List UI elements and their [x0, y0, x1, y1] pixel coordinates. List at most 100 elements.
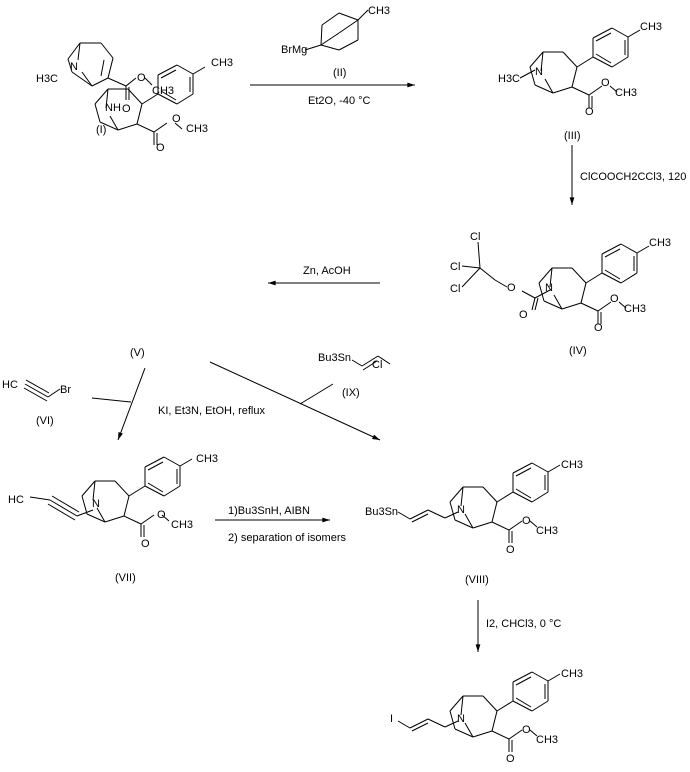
compound-III-ester-bond — [588, 85, 603, 96]
product-aryl-double-bond — [515, 697, 532, 708]
compound-VIII-aryl-bond — [512, 462, 533, 474]
compound-V-ring-bond — [127, 88, 143, 105]
compound-VII-aryl-methyl: CH3 — [196, 453, 218, 465]
compound-V-aryl-double-bond — [160, 90, 177, 101]
compound-I-ring-bond — [67, 58, 73, 73]
arrow-step3-head — [268, 280, 276, 286]
product-bridge-bond — [449, 710, 456, 730]
compound-IX-chain-bond — [377, 355, 391, 365]
compound-VII-methyl-bond — [179, 458, 193, 467]
compound-VIII-aryl-double-bond — [515, 488, 532, 499]
compound-VIII-aryl-bond — [531, 462, 549, 473]
compound-IV-ring-bond — [571, 267, 587, 284]
compound-IV-ester-bond — [597, 301, 612, 312]
compound-VI-triple-bond — [24, 383, 49, 398]
compound-III-n-methyl: H3C — [498, 73, 520, 85]
compound-IV-aryl-bond — [601, 243, 622, 255]
compound-VII-n-bond — [76, 509, 94, 517]
compound-III-aryl-bond — [611, 56, 629, 68]
product-aryl-bond — [531, 700, 549, 712]
compound-II-methyl: CH3 — [368, 5, 390, 17]
compound-IX-double-bond — [362, 360, 378, 371]
product-methyl-bond — [547, 673, 561, 682]
compound-IX-tin: Bu3Sn — [318, 352, 351, 364]
reagent-step3: Zn, AcOH — [303, 265, 351, 277]
compound-IV-ester-o: O — [610, 293, 619, 305]
compound-VII-triple-bond — [47, 503, 76, 521]
compound-IV-ester-chain-bond — [494, 279, 508, 288]
compound-V-methyl-bond — [192, 66, 206, 75]
compound-I-double-bond — [100, 59, 105, 77]
compound-IV-label: (IV) — [569, 345, 587, 357]
product-ester-o: O — [522, 724, 531, 736]
compound-VII-aryl-bond — [163, 456, 181, 467]
compound-VIII-aryl-double-bond — [515, 467, 532, 477]
product-bridge-bond — [449, 695, 464, 712]
compound-III-ring-bond — [562, 51, 578, 68]
compound-III-carbonyl-o: O — [585, 106, 594, 118]
compound-IV-carbamate-bond — [534, 289, 551, 299]
compound-III-aryl-methyl: CH3 — [640, 21, 662, 33]
compound-III-aryl-link — [576, 56, 594, 68]
compound-I-ester-o: O — [137, 72, 146, 84]
compound-VI-alkyne: HC — [2, 379, 18, 391]
compound-VII-nitrogen: N — [92, 498, 100, 510]
compound-IV-cl-bond — [461, 265, 481, 269]
product-aryl-bond — [512, 700, 533, 712]
compound-II-ring-bond — [320, 44, 340, 51]
compound-V-bridge-bond — [94, 88, 109, 105]
compound-III-bridge-bond — [534, 84, 554, 94]
reagent-step1: Et2O, -40 °C — [308, 95, 371, 107]
product-ring-bond — [482, 695, 498, 712]
product-n-bond — [464, 722, 474, 738]
compound-IV-ester-bond — [618, 301, 627, 309]
compound-VII-bridge-bond — [81, 495, 88, 515]
compound-V-carbonyl-o: O — [156, 142, 165, 154]
compound-II-ring-bond — [321, 12, 340, 26]
compound-VIII-chain-bond — [397, 511, 411, 520]
compound-II-metal: BrMg — [281, 44, 307, 56]
compound-V-ring-bond — [136, 103, 143, 125]
arrow-step4-head — [118, 432, 123, 440]
arrow-step5a-head — [372, 434, 380, 440]
compound-VIII-bridge-bond — [449, 486, 464, 503]
compound-VII-methyl: CH3 — [171, 519, 193, 531]
compound-III-ester-bond — [609, 85, 618, 93]
compound-VIII-ring-bond — [472, 521, 493, 529]
compound-V-n-bond — [109, 115, 119, 131]
compound-V-ester-bond — [136, 123, 155, 133]
compound-VIII-chain-bond — [409, 509, 429, 520]
reagent-step4: KI, Et3N, EtOH, reflux — [158, 405, 265, 417]
compound-I-methyl: CH3 — [152, 85, 174, 97]
product-ring-bond — [491, 710, 498, 732]
compound-III-aryl-bond — [592, 56, 613, 68]
compound-III-n-bond — [540, 51, 544, 72]
compound-VII-n-bond — [96, 507, 106, 523]
product-aryl-methyl: CH3 — [561, 668, 583, 680]
compound-VII-bridge-bond — [86, 513, 106, 523]
compound-IV-methyl-bond — [636, 245, 650, 254]
compound-IV-carbamate-bond — [521, 290, 536, 299]
compound-I-ring-bond — [100, 42, 114, 59]
compound-VII-aryl-double-bond — [147, 482, 164, 493]
compound-VI-ch2-bond — [47, 388, 61, 398]
compound-VIII-double-bond — [411, 513, 429, 523]
compound-VIII-chain-bond — [444, 511, 459, 519]
compound-II-ring-bond — [338, 12, 359, 21]
compound-II-label: (II) — [333, 67, 346, 79]
compound-VIII-ring-bond — [482, 486, 498, 503]
compound-IV-bridge-bond — [538, 267, 553, 284]
compound-VI-triple-bond — [25, 379, 50, 394]
compound-III-methyl: CH3 — [615, 87, 637, 99]
compound-IV-methyl: CH3 — [624, 303, 646, 315]
compound-V-ring-bond — [117, 123, 138, 131]
compound-IV-ester-chain-bond — [479, 267, 496, 281]
compound-VII-aryl-bond — [144, 485, 165, 497]
compound-IV-carbonyl-o: O — [594, 322, 603, 334]
product-nitrogen: N — [457, 713, 465, 725]
compound-I-ring-bond — [67, 42, 81, 60]
compound-IV-bridge-bond — [543, 300, 563, 310]
product-aryl-bond — [512, 671, 533, 683]
compound-III-label: (III) — [564, 130, 581, 142]
compound-VII-ring-bond — [123, 495, 130, 517]
